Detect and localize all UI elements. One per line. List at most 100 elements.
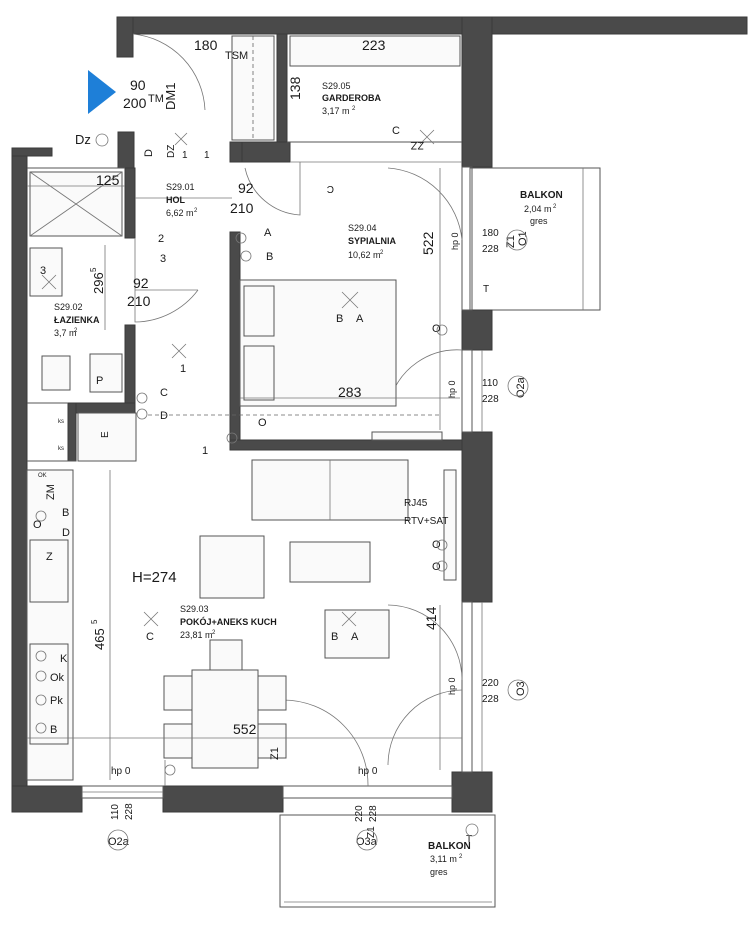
svg-text:OK: OK [38,473,47,479]
balkon-south-area: 3,11 m [430,854,457,864]
dim-180-bal: 180 [482,228,499,239]
svg-text:D: D [160,410,168,422]
dim-223: 223 [362,37,386,53]
svg-text:C: C [327,183,334,194]
svg-text:O: O [258,417,267,429]
svg-text:A: A [264,227,272,239]
svg-text:3: 3 [40,265,46,277]
pokoj-id: S29.03 [180,604,209,614]
svg-text:1: 1 [182,150,188,161]
svg-text:hp 0: hp 0 [111,766,131,777]
dim-92-bath: 92 [133,275,149,291]
zz-label: ZZ [410,139,424,151]
svg-text:C: C [146,631,154,643]
svg-text:2: 2 [212,630,216,636]
rj45-label: RJ45 [404,498,428,509]
balkon-north-area: 2,04 m [524,204,552,214]
dim-200: 200 [123,95,147,111]
svg-text:C: C [160,387,168,399]
garderoba-area: 3,17 m [322,106,350,116]
svg-text:hp 0: hp 0 [450,232,460,250]
svg-text:2: 2 [380,250,384,256]
dim-283: 283 [338,384,362,400]
svg-text:2: 2 [158,233,164,245]
svg-text:1: 1 [202,445,208,457]
svg-text:Ok: Ok [50,672,65,684]
svg-text:hp 0: hp 0 [447,677,457,695]
dimension-lines [27,168,462,780]
svg-text:2: 2 [459,854,463,860]
svg-text:D: D [143,149,155,157]
dim-552: 552 [233,721,257,737]
svg-text:D: D [62,527,70,539]
labels: 180 TSM 223 138 90 200 TM DM1 Dz DZ D 1 … [33,37,563,877]
pokoj-area: 23,81 m [180,630,213,640]
balkon-south-name: BALKON [428,841,471,852]
garderoba-id: S29.05 [322,81,351,91]
dim-180-top: 180 [194,37,218,53]
svg-text:Z: Z [46,551,53,563]
svg-text:1: 1 [204,150,210,161]
svg-text:2: 2 [553,204,557,210]
dim-465: 465 [92,628,107,650]
svg-text:B: B [266,251,273,263]
dm1-label: DM1 [163,83,178,110]
dim-110-b: 110 [110,804,121,820]
svg-text:O: O [33,519,42,531]
dim-228-b2: 228 [368,805,379,822]
windows [81,166,483,799]
balkon-north-name: BALKON [520,190,563,201]
ottoman [324,609,390,659]
svg-text:3: 3 [160,253,166,265]
dim-228-b: 228 [124,803,135,820]
wardrobe-top [289,35,461,67]
dim-210-bath: 210 [127,293,151,309]
dining-table [191,669,259,769]
o2a-right-label: O2a [515,376,527,398]
ceiling-height: H=274 [132,569,177,586]
coffee-table [289,541,371,583]
o3a-label: O3a [356,836,378,848]
tsm-label: TSM [225,50,248,62]
garderoba-name: GARDEROBA [322,93,382,103]
dz-label: Dz [75,132,91,147]
hol-id: S29.01 [166,182,195,192]
outlet-symbols [35,133,529,851]
svg-text:K: K [60,653,68,665]
dim-522: 522 [420,231,436,255]
balkon-south-material: gres [430,867,448,877]
svg-text:C: C [392,125,400,137]
svg-text:A: A [356,313,364,325]
sypialnia-area: 10,62 m [348,250,381,260]
svg-text:B: B [331,631,338,643]
dim-414: 414 [423,606,439,630]
north-balcony-slab [469,167,601,311]
svg-text:P: P [96,375,103,387]
zm-label: ZM [45,484,57,500]
svg-text:O: O [432,561,441,573]
lazienka-area: 3,7 m [54,328,77,338]
sypialnia-name: SYPIALNIA [348,236,397,246]
dim-125: 125 [96,172,120,188]
svg-text:Z1: Z1 [269,747,281,760]
dz2-label: DZ [166,145,177,158]
balkon-north-material: gres [530,216,548,226]
walls [11,16,748,813]
o2a-bottom-label: O2a [108,836,130,848]
lazienka-id: S29.02 [54,302,83,312]
orientation-marker [88,70,116,114]
toilet [41,355,71,391]
dim-92-hol: 92 [238,180,254,196]
svg-text:Pk: Pk [50,695,63,707]
svg-text:5: 5 [90,619,99,624]
svg-text:A: A [351,631,359,643]
svg-text:T: T [483,284,489,295]
rtv-sat-label: RTV+SAT [404,516,448,527]
svg-text:5: 5 [89,267,98,272]
dim-228-bal: 228 [482,244,499,255]
svg-text:E: E [100,431,111,438]
svg-text:hp 0: hp 0 [358,766,378,777]
dim-220-r: 220 [482,678,499,689]
svg-text:B: B [336,313,343,325]
